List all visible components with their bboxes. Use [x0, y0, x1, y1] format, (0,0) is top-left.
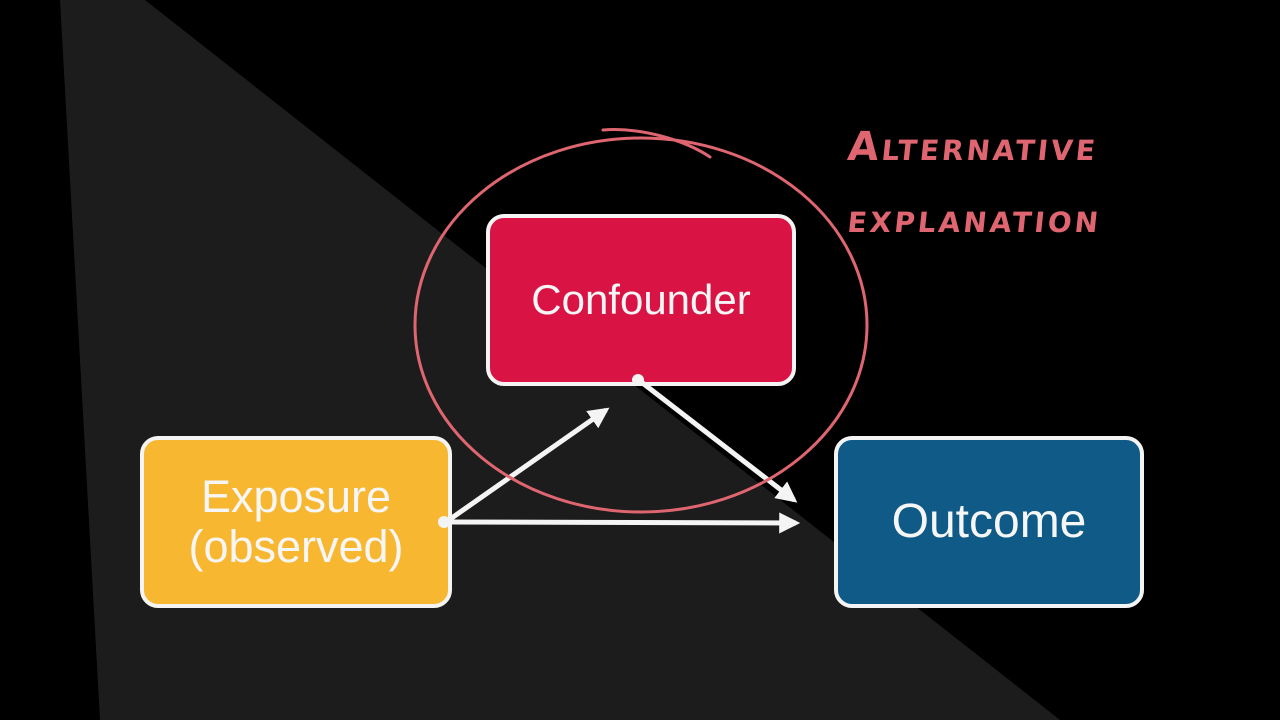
annotation-subtitle: explanation: [845, 196, 1104, 242]
exposure-label: Exposure: [200, 470, 392, 522]
exposure-node: Exposure (observed): [140, 436, 452, 608]
confounder-node: Confounder: [486, 214, 796, 386]
exposure-sublabel: (observed): [188, 521, 404, 572]
confounder-label: Confounder: [531, 276, 751, 324]
outcome-label: Outcome: [891, 495, 1087, 549]
annotation-title: Alternative: [845, 124, 1101, 170]
outcome-node: Outcome: [834, 436, 1144, 608]
